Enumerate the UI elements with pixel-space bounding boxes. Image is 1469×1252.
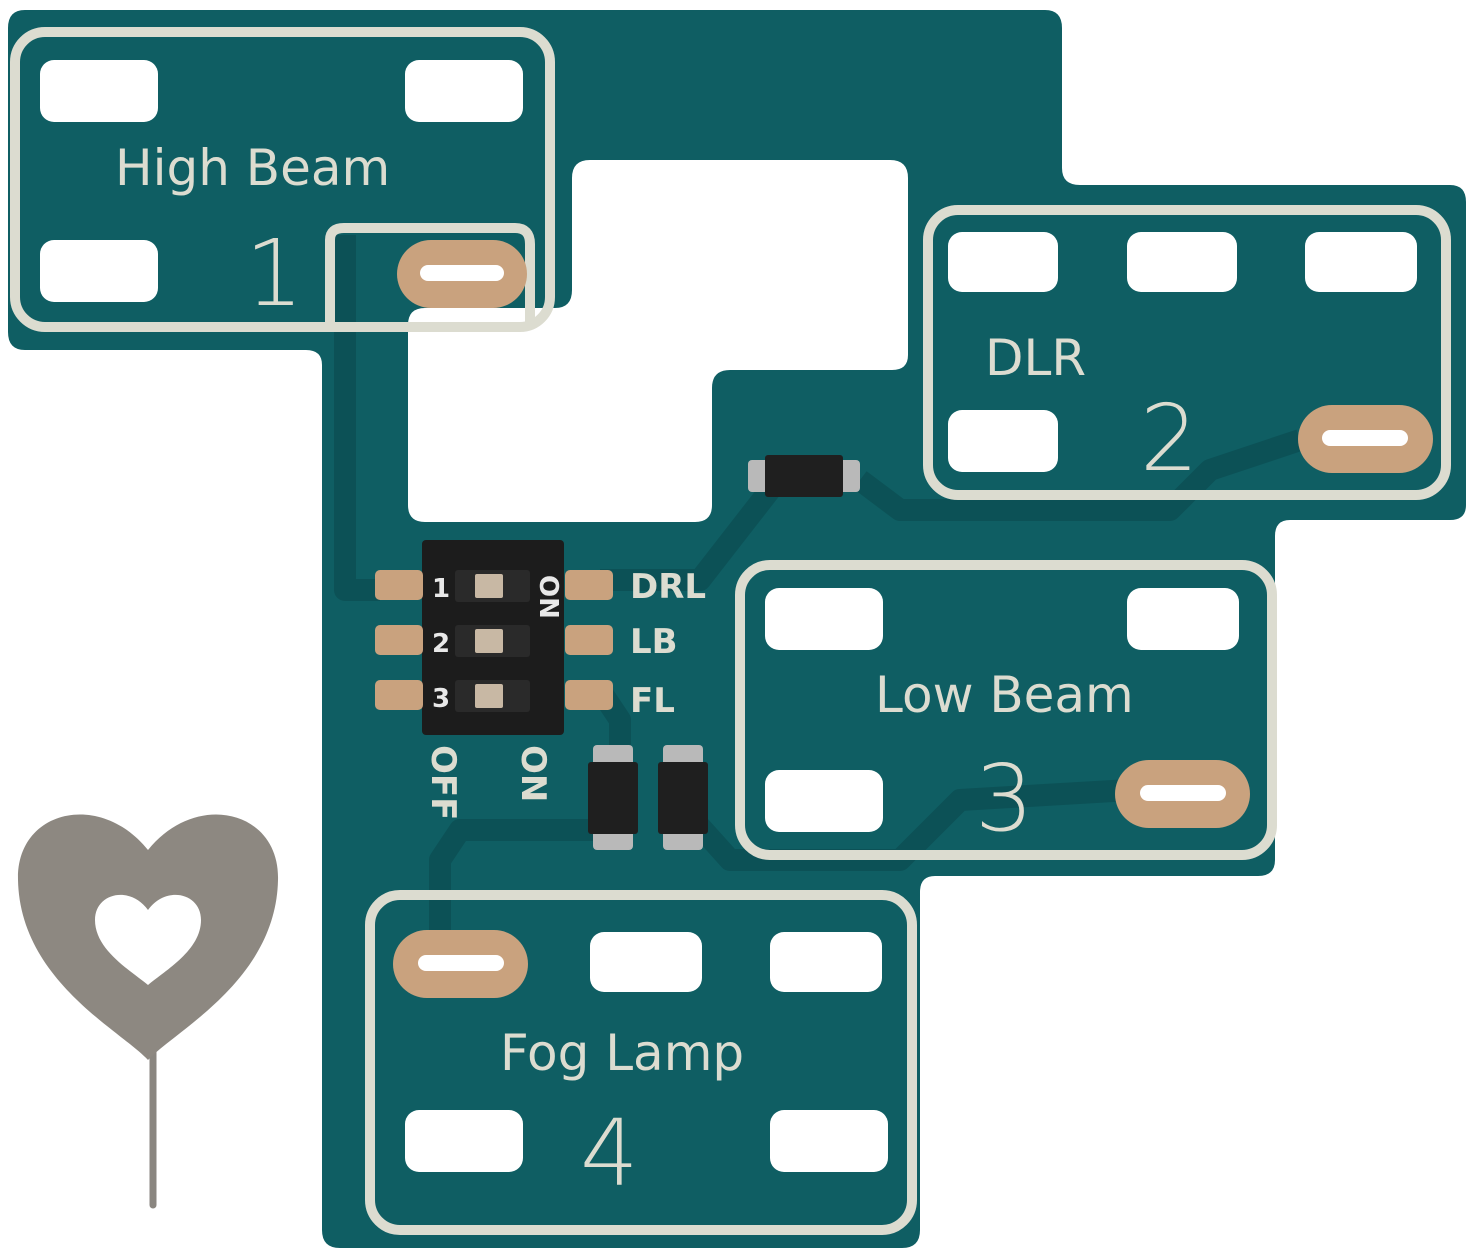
zone-number-2: 2 xyxy=(1140,385,1199,492)
dip-switch: 1 2 3 ON xyxy=(375,540,613,735)
zone-label-fog-lamp: Fog Lamp xyxy=(500,1024,744,1082)
connector-holes xyxy=(40,60,1417,1172)
silkscreen-frames xyxy=(10,27,1451,1235)
dip-position-2: 2 xyxy=(432,629,450,659)
zone-number-1: 1 xyxy=(245,220,304,327)
smd-diodes xyxy=(588,455,860,850)
dip-position-1: 1 xyxy=(432,574,450,604)
switch-output-fl: FL xyxy=(630,681,675,721)
dip-on-label-top: ON xyxy=(533,575,563,619)
zone-label-high-beam: High Beam xyxy=(115,139,390,197)
switch-on-label: ON xyxy=(513,745,553,802)
zone-label-low-beam: Low Beam xyxy=(875,666,1134,724)
zone-number-4: 4 xyxy=(580,1100,639,1207)
switch-output-lb: LB xyxy=(630,622,678,662)
zone-number-3: 3 xyxy=(975,745,1034,852)
switch-off-label: OFF xyxy=(423,745,463,820)
board-cutout xyxy=(408,160,908,522)
zone-label-dlr: DLR xyxy=(985,329,1086,387)
switch-output-drl: DRL xyxy=(630,567,706,607)
heart-sim-pin-icon xyxy=(17,814,279,1209)
dip-position-3: 3 xyxy=(432,684,450,714)
solder-pads xyxy=(393,240,1433,998)
